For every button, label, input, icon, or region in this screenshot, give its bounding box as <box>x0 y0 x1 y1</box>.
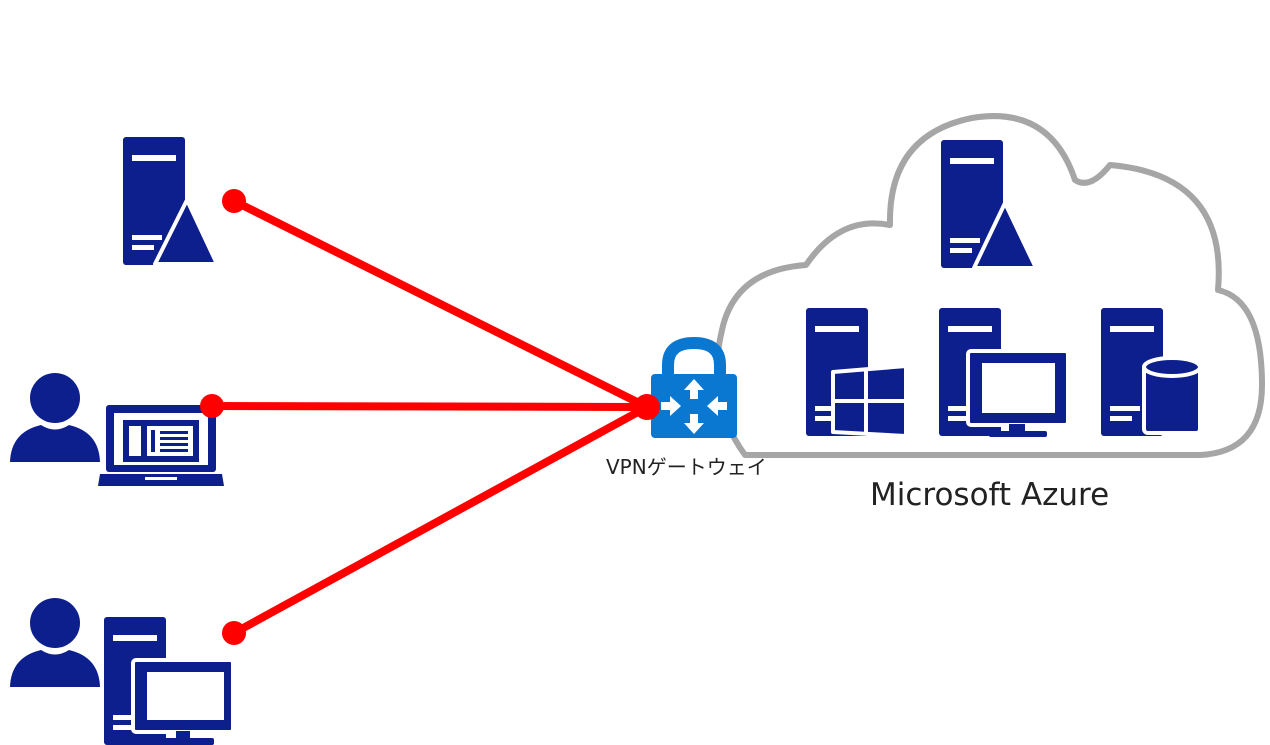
cloud-server-icon <box>941 140 1038 270</box>
connection-endpoint <box>222 189 246 213</box>
database-server-icon <box>1101 308 1202 436</box>
gateway-connection-point <box>634 394 660 420</box>
desktop-server-icon <box>939 308 1070 437</box>
vpn-connections <box>211 197 649 637</box>
cloud-label: Microsoft Azure <box>870 477 1109 513</box>
connection-line-server <box>232 197 649 411</box>
laptop-user-icon <box>10 373 224 486</box>
windows-server-icon <box>806 308 908 438</box>
connection-endpoint <box>200 394 224 418</box>
connection-line-desktop <box>232 403 649 637</box>
vpn-gateway-label: VPNゲートウェイ <box>606 455 767 479</box>
connection-line-laptop <box>211 402 648 411</box>
desktop-user-icon <box>10 598 235 745</box>
connection-endpoint <box>222 621 246 645</box>
vpn-gateway-lock-icon <box>651 336 737 438</box>
server-icon <box>123 137 219 266</box>
